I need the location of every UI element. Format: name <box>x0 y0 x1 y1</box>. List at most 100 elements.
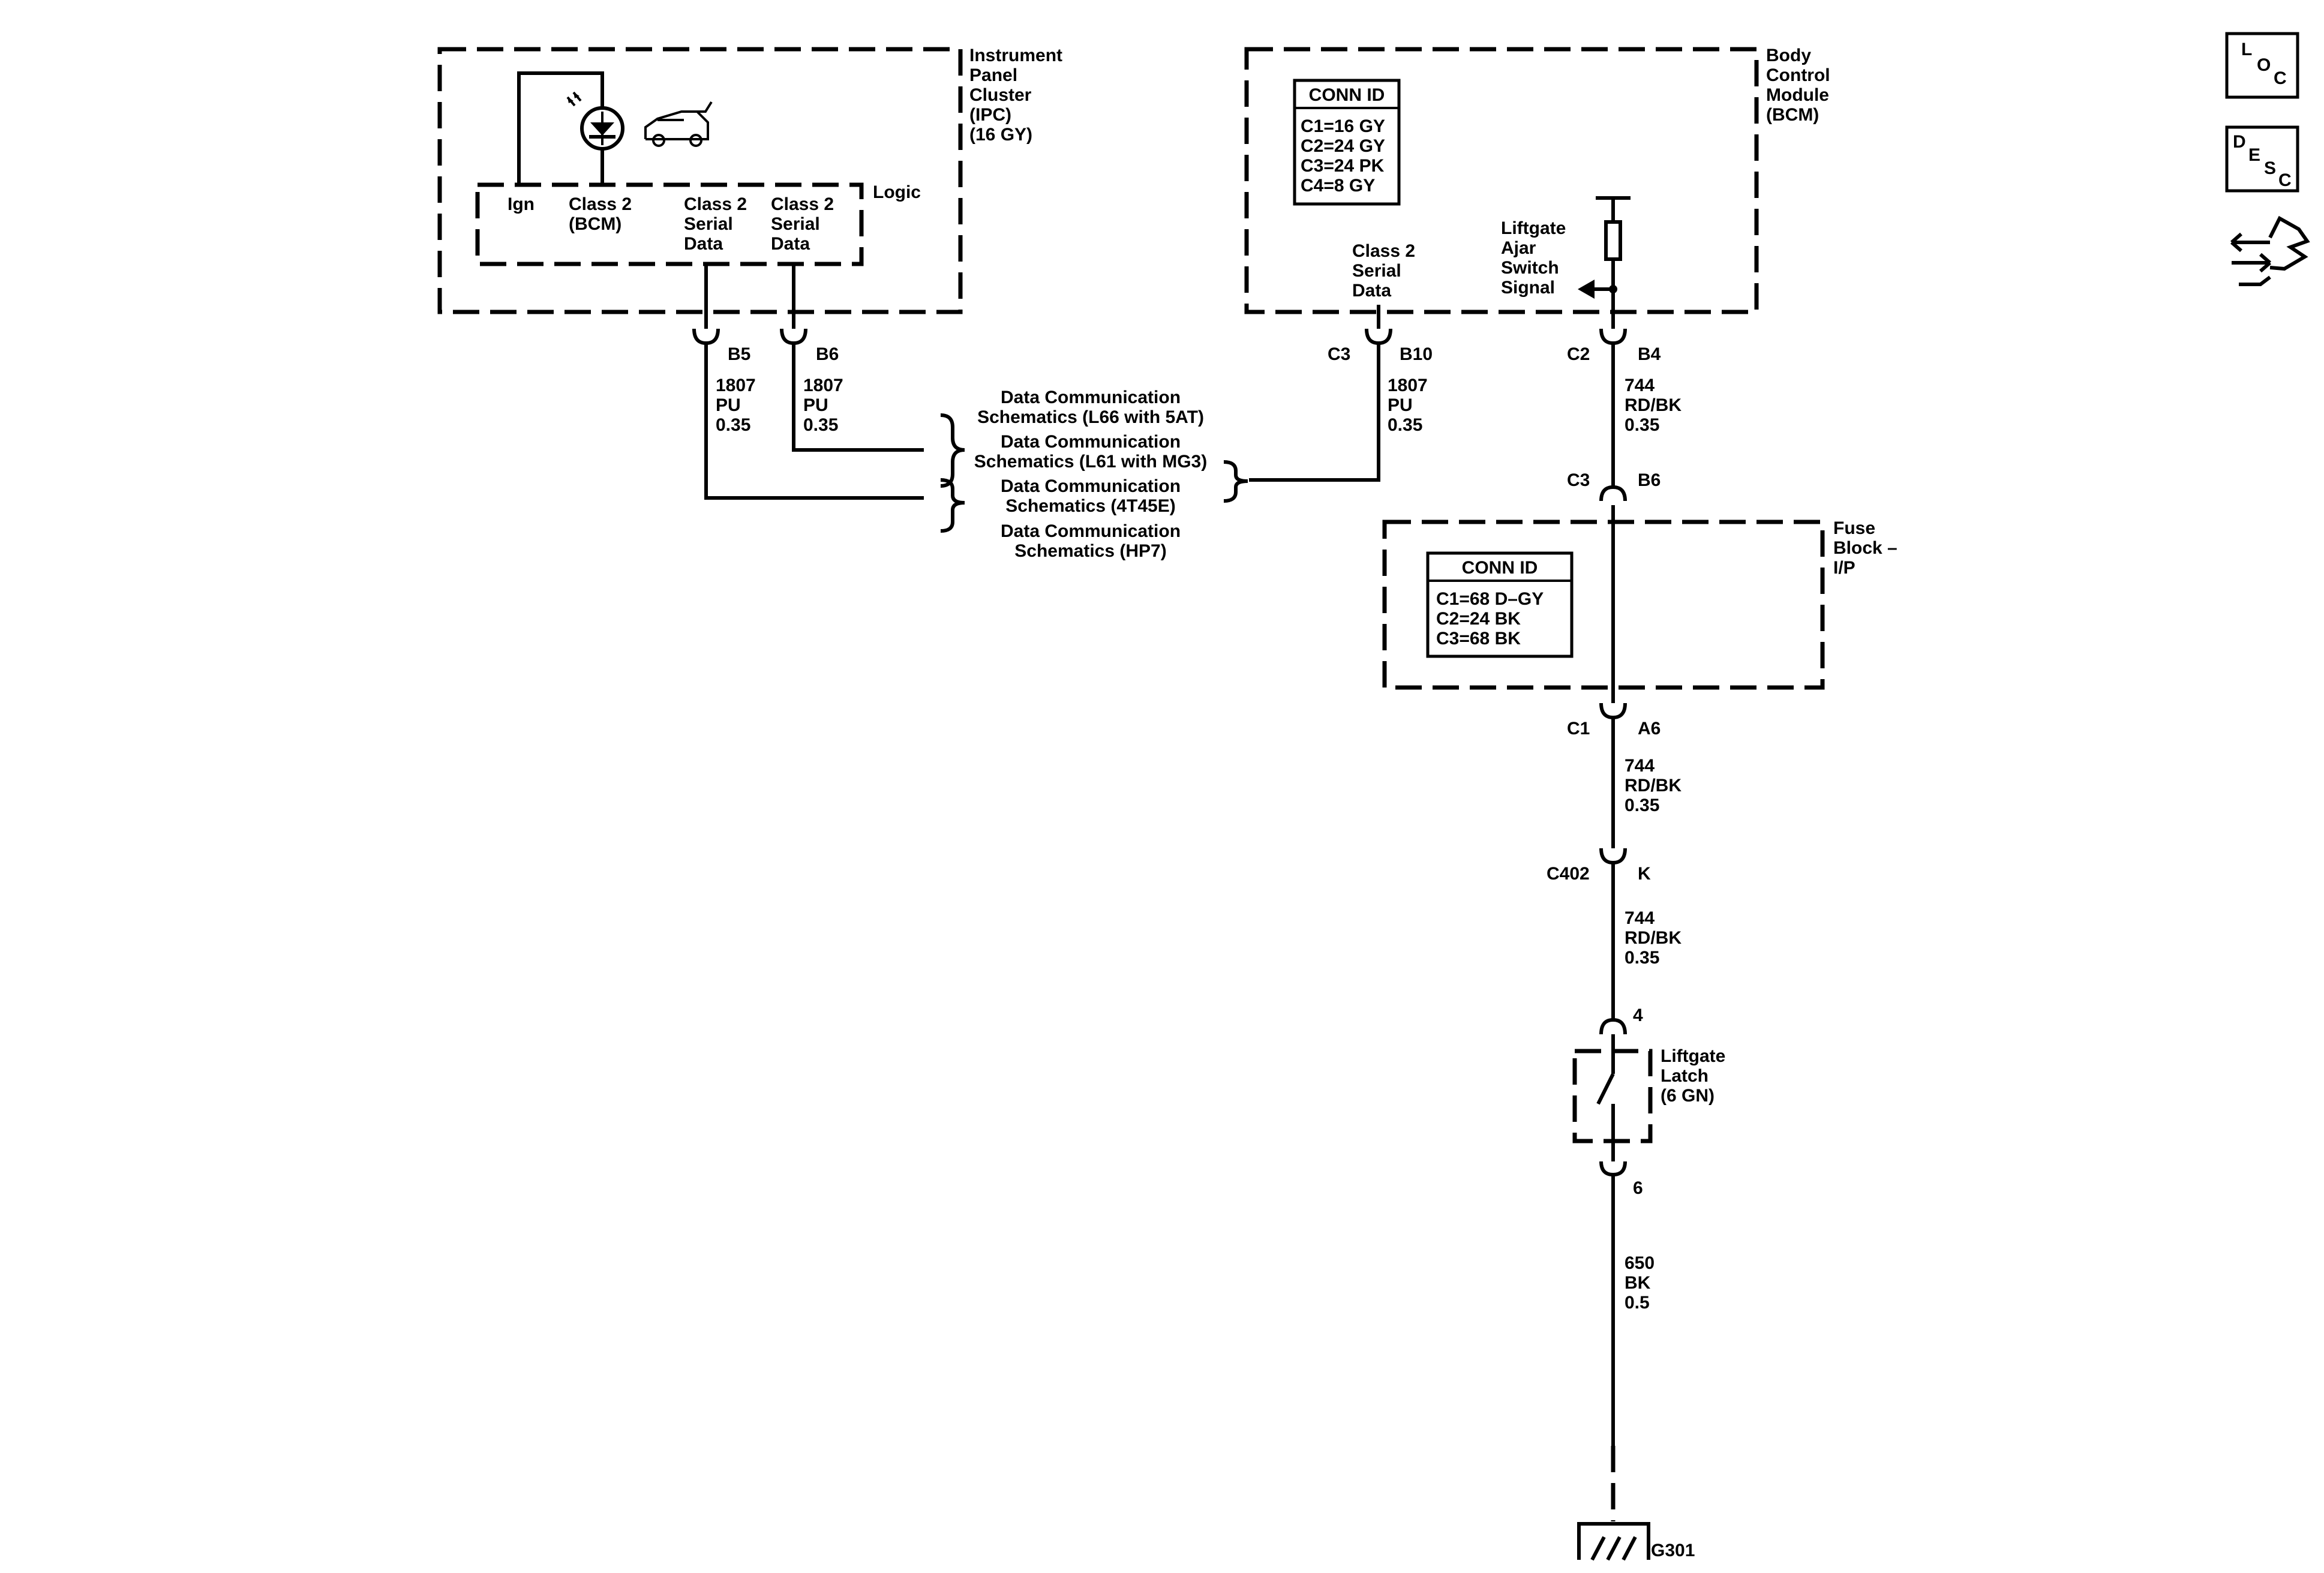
left-brace-upper <box>940 413 965 488</box>
wire-b10-gauge: 0.35 <box>1388 415 1422 435</box>
fuse-block-name-3: I/P <box>1833 558 1855 578</box>
fuse-block[interactable]: Fuse Block – I/P CONN ID C1=68 D–GY C2=2… <box>1382 518 1897 690</box>
data-comm-ref-l61[interactable]: Data Communication Schematics (L61 with … <box>974 432 1207 472</box>
pullup-resistor <box>1578 196 1631 312</box>
ipc-module[interactable]: Instrument Panel Cluster (IPC) (16 GY) L… <box>437 46 1062 314</box>
bcm-name-2: Control <box>1766 65 1830 85</box>
bcm-name-4: (BCM) <box>1766 105 1819 125</box>
fuse-conn-c2: C2=24 BK <box>1436 609 1521 629</box>
fuse-conn-id-table: CONN ID C1=68 D–GY C2=24 BK C3=68 BK <box>1426 551 1574 658</box>
latch-pin6-connector <box>1599 1161 1627 1177</box>
wire-650-circuit: 650 <box>1625 1253 1655 1273</box>
bcm-conn-c4: C4=8 GY <box>1301 176 1375 196</box>
connector-label-b6: B6 <box>816 344 839 364</box>
connector-label-b10: B10 <box>1400 344 1433 364</box>
loc-letter-l: L <box>2241 40 2252 59</box>
data-comm-ref-l66-2: Schematics (L66 with 5AT) <box>977 407 1204 427</box>
connector-label-c402: C402 <box>1547 864 1590 884</box>
wire-ipc-b5[interactable]: 1807 PU 0.35 <box>704 343 924 500</box>
connector-bcm-b10[interactable]: C3 B10 <box>1328 312 1433 364</box>
bcm-conn-c3: C3=24 PK <box>1301 156 1385 176</box>
bcm-conn-id-table: CONN ID C1=16 GY C2=24 GY C3=24 PK C4=8 … <box>1293 79 1401 206</box>
latch-pin6-label: 6 <box>1633 1178 1643 1198</box>
connector-label-fuse-a6: A6 <box>1638 719 1661 739</box>
wire-744-b-color: RD/BK <box>1625 776 1682 795</box>
connector-label-b5: B5 <box>728 344 750 364</box>
connector-ipc-b6[interactable]: B6 <box>780 312 839 364</box>
ipc-pin-serial2-2: Serial <box>771 214 820 234</box>
desc-letter-e: E <box>2248 145 2260 165</box>
wire-744-a-gauge: 0.35 <box>1625 415 1659 435</box>
connector-label-fuse-b6: B6 <box>1638 470 1661 490</box>
loc-button[interactable]: L O C <box>2225 32 2299 99</box>
connector-label-bcm-c2: C2 <box>1567 344 1590 364</box>
wire-b6-color: PU <box>803 395 828 415</box>
liftgate-latch[interactable]: 4 6 Liftgate Latch (6 GN) <box>1572 1005 1725 1198</box>
latch-name-3: (6 GN) <box>1661 1086 1715 1106</box>
connector-ipc-b5[interactable]: B5 <box>692 312 750 364</box>
fuse-conn-title: CONN ID <box>1462 558 1538 578</box>
ipc-pin-serial2-1: Class 2 <box>771 194 834 214</box>
bcm-module[interactable]: Body Control Module (BCM) CONN ID C1=16 … <box>1244 46 1830 324</box>
latch-pin4-connector <box>1599 1017 1627 1035</box>
connector-bcm-b4[interactable]: C2 B4 <box>1567 312 1661 364</box>
ipc-name-2: Panel <box>969 65 1017 85</box>
wire-650-to-ground[interactable]: 650 BK 0.5 <box>1611 1175 1655 1521</box>
ground-g301[interactable]: G301 <box>1577 1522 1695 1561</box>
bcm-class2-1: Class 2 <box>1352 241 1415 261</box>
bcm-class2-2: Serial <box>1352 261 1401 281</box>
connector-navigation-icon[interactable] <box>2230 215 2310 286</box>
ipc-name-5: (16 GY) <box>969 125 1032 145</box>
wire-744-c402-to-latch[interactable]: 744 RD/BK 0.35 <box>1611 863 1682 1020</box>
ground-icon <box>1577 1522 1650 1561</box>
connector-fuse-b6[interactable]: C3 B6 <box>1567 470 1661 523</box>
data-comm-ref-4t45e[interactable]: Data Communication Schematics (4T45E) <box>1001 476 1181 516</box>
data-comm-ref-l66[interactable]: Data Communication Schematics (L66 with … <box>977 388 1204 427</box>
ipc-pin-serial1-2: Serial <box>684 214 733 234</box>
ipc-name-4: (IPC) <box>969 105 1011 125</box>
bcm-conn-c2: C2=24 GY <box>1301 136 1385 156</box>
fuse-block-name-1: Fuse <box>1833 518 1875 538</box>
data-comm-ref-4t45e-2: Schematics (4T45E) <box>1005 496 1175 516</box>
wire-bcm-b10[interactable]: 1807 PU 0.35 <box>1249 343 1428 482</box>
ipc-name-3: Cluster <box>969 85 1032 105</box>
data-comm-ref-hp7-1: Data Communication <box>1001 521 1181 541</box>
ipc-pin-class2-bcm-1: Class 2 <box>569 194 632 214</box>
data-comm-ref-l61-1: Data Communication <box>1001 432 1181 452</box>
latch-name-2: Latch <box>1661 1066 1709 1086</box>
vehicle-liftgate-icon <box>644 101 713 147</box>
ipc-pin-class2-bcm-2: (BCM) <box>569 214 621 234</box>
bcm-conn-c1: C1=16 GY <box>1301 116 1385 136</box>
fuse-conn-c3: C3=68 BK <box>1436 629 1521 649</box>
left-brace-lower <box>940 478 965 533</box>
wire-650-color: BK <box>1625 1273 1651 1293</box>
bcm-liftgate-signal-3: Switch <box>1501 258 1559 278</box>
wire-ipc-b6[interactable]: 1807 PU 0.35 <box>792 343 924 452</box>
connector-c402[interactable]: C402 K <box>1547 836 1651 884</box>
bcm-name-1: Body <box>1766 46 1811 65</box>
wire-b5-color: PU <box>716 395 741 415</box>
wire-744-fuse-to-c402[interactable]: 744 RD/BK 0.35 <box>1611 718 1682 836</box>
connector-label-fuse-c3: C3 <box>1567 470 1590 490</box>
ipc-logic-label: Logic <box>873 182 921 202</box>
data-comm-ref-hp7-2: Schematics (HP7) <box>1014 541 1166 561</box>
wire-744-a-circuit: 744 <box>1625 376 1655 395</box>
wire-744-bcm-to-fuse[interactable]: 744 RD/BK 0.35 <box>1611 343 1682 487</box>
data-comm-ref-hp7[interactable]: Data Communication Schematics (HP7) <box>1001 521 1181 561</box>
wire-650-gauge: 0.5 <box>1625 1293 1650 1313</box>
ipc-pin-ign: Ign <box>508 194 535 214</box>
desc-button[interactable]: D E S C <box>2225 125 2299 193</box>
bcm-outline <box>1244 47 1759 314</box>
wire-744-b-gauge: 0.35 <box>1625 795 1659 815</box>
data-comm-ref-l61-2: Schematics (L61 with MG3) <box>974 452 1207 472</box>
bcm-liftgate-signal-2: Ajar <box>1501 238 1536 258</box>
desc-letter-c: C <box>2278 170 2292 190</box>
connector-label-c402-pin: K <box>1638 864 1651 884</box>
connector-label-bcm-c3: C3 <box>1328 344 1350 364</box>
connector-label-b4: B4 <box>1638 344 1661 364</box>
fuse-block-name-2: Block – <box>1833 538 1897 558</box>
bcm-class2-3: Data <box>1352 281 1391 301</box>
loc-letter-c: C <box>2274 68 2287 88</box>
ipc-pin-serial1-1: Class 2 <box>684 194 747 214</box>
fuse-conn-c1: C1=68 D–GY <box>1436 589 1544 609</box>
